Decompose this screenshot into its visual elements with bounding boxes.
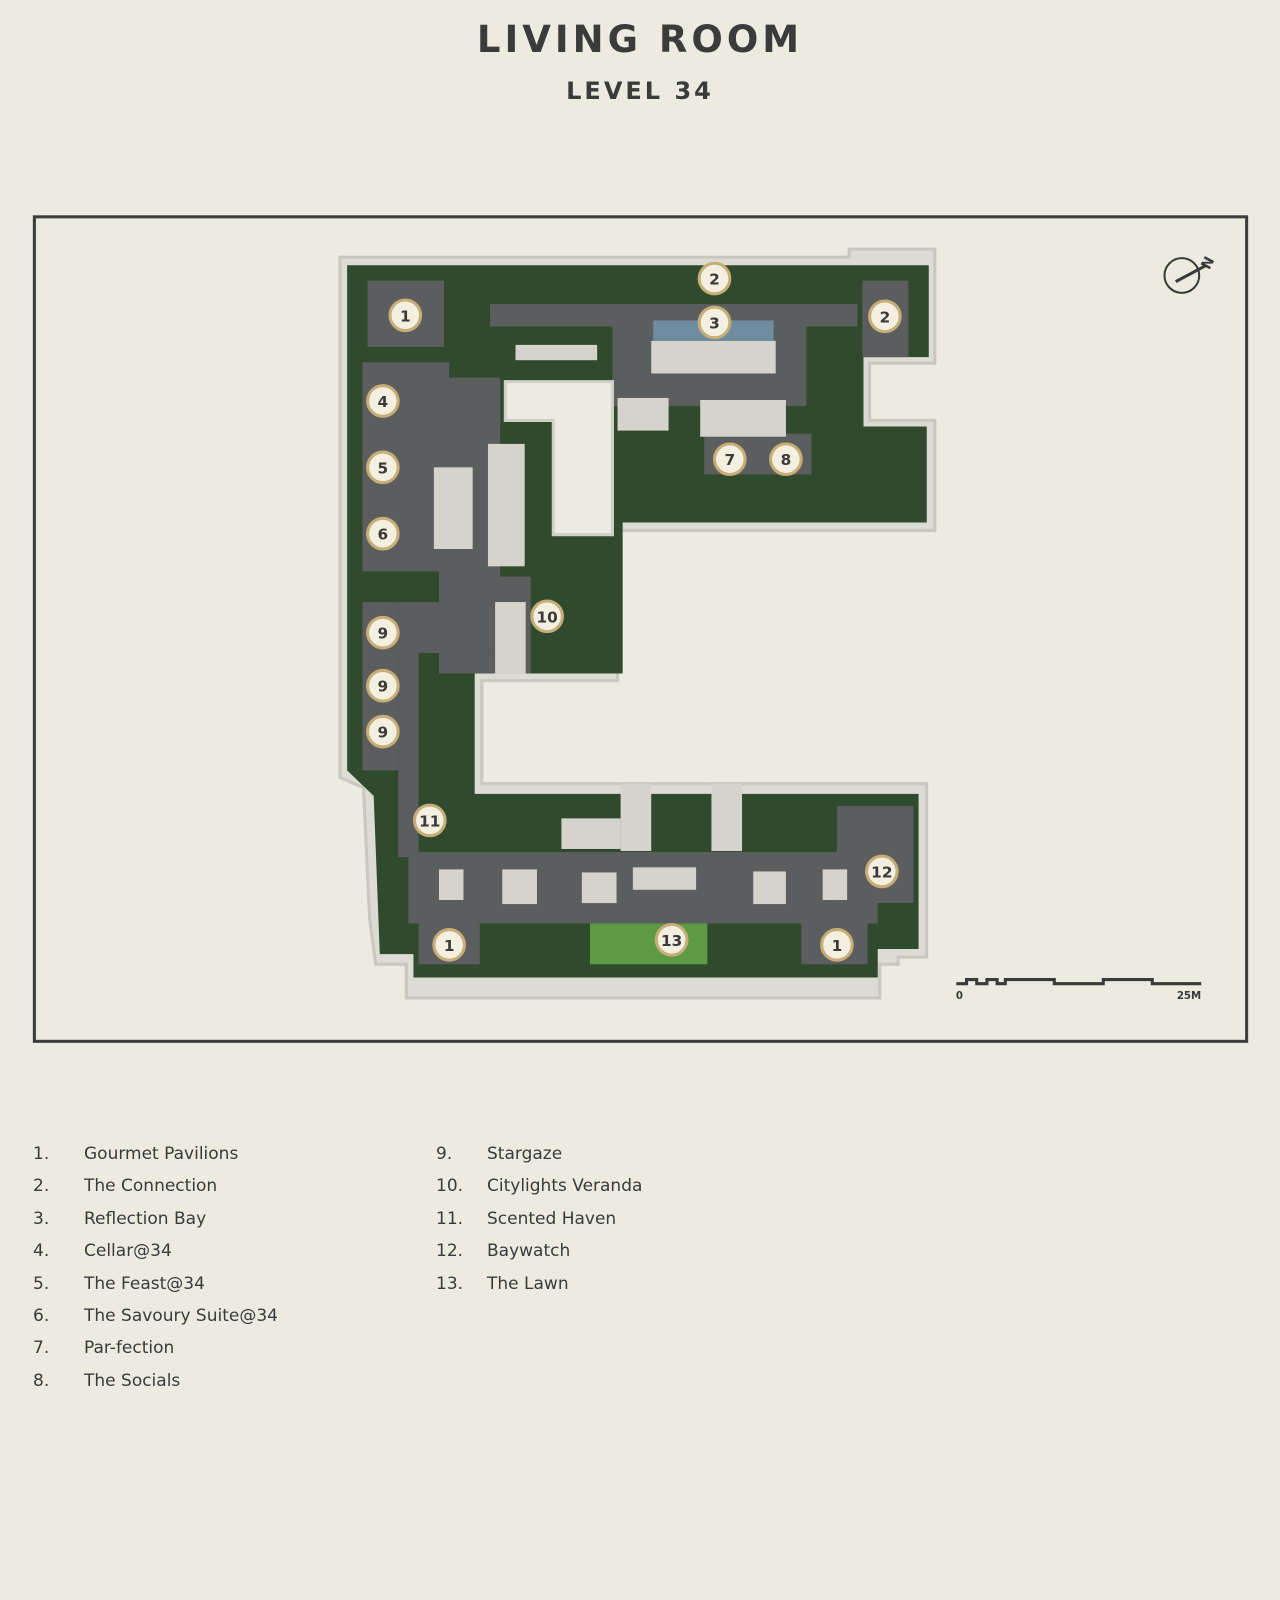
map-marker[interactable]: 5: [366, 450, 400, 485]
marker-circle: [366, 516, 400, 551]
map-frame: [32, 215, 1249, 1043]
legend-label: Citylights Veranda: [487, 1176, 643, 1197]
map-marker[interactable]: 3: [697, 305, 732, 340]
map-marker[interactable]: 7: [712, 442, 747, 477]
marker-number: 8: [781, 451, 792, 469]
legend-number: 7.: [33, 1338, 50, 1359]
map-marker[interactable]: 9: [366, 714, 400, 749]
marker-number: 11: [419, 812, 440, 830]
legend-label: The Savoury Suite@34: [84, 1306, 278, 1326]
map-marker[interactable]: 9: [366, 615, 400, 650]
map-marker[interactable]: 13: [654, 922, 689, 957]
marker-circle: [654, 922, 689, 957]
marker-circle: [366, 714, 400, 749]
legend-number: 2.: [33, 1176, 50, 1197]
map-marker[interactable]: 4: [366, 384, 400, 418]
map-marker[interactable]: 1: [820, 928, 854, 962]
marker-circle: [366, 668, 400, 703]
map-marker[interactable]: 9: [366, 668, 400, 703]
marker-number: 12: [871, 863, 892, 881]
marker-circle: [697, 305, 732, 340]
courtyard-void: [503, 380, 614, 537]
marker-number: 5: [378, 459, 389, 477]
marker-circle: [366, 450, 400, 485]
marker-circle: [820, 928, 854, 962]
marker-number: 1: [832, 937, 843, 955]
marker-circle: [412, 803, 447, 838]
legend-number: 6.: [33, 1306, 50, 1326]
marker-circle: [530, 599, 564, 634]
map-marker[interactable]: 8: [769, 442, 803, 477]
marker-number: 1: [400, 307, 411, 325]
marker-number: 7: [724, 451, 735, 469]
legend-number: 12.: [436, 1241, 464, 1262]
legend-label: The Feast@34: [84, 1273, 205, 1294]
legend-label: Baywatch: [487, 1241, 571, 1262]
legend-number: 9.: [436, 1144, 453, 1164]
page-subtitle: LEVEL 34: [566, 77, 714, 105]
north-arrow-icon: [1163, 257, 1208, 294]
legend-label: The Connection: [84, 1176, 218, 1197]
map-marker[interactable]: 6: [366, 516, 400, 551]
marker-number: 1: [444, 937, 455, 955]
legend-number: 13.: [436, 1273, 464, 1294]
legend-number: 1.: [33, 1144, 50, 1164]
marker-number: 9: [378, 678, 389, 696]
map-marker[interactable]: 1: [432, 928, 467, 962]
map-marker[interactable]: 1: [388, 298, 423, 333]
scale-bar: [956, 978, 1202, 986]
marker-circle: [366, 615, 400, 650]
scale-start-label: 0: [956, 991, 963, 1002]
marker-number: 2: [709, 271, 720, 289]
scale-end-label: 25M: [1177, 991, 1201, 1002]
marker-circle: [868, 299, 902, 334]
legend-label: Stargaze: [487, 1144, 563, 1164]
legend-label: Par-fection: [84, 1338, 175, 1359]
legend-label: Scented Haven: [487, 1208, 617, 1229]
structures: [433, 340, 848, 905]
map-marker[interactable]: 12: [865, 854, 899, 889]
legend-number: 8.: [33, 1370, 50, 1391]
marker-circle: [388, 298, 423, 333]
legend-label: The Lawn: [487, 1273, 569, 1294]
marker-circle: [432, 928, 467, 962]
marker-circle: [712, 442, 747, 477]
the-lawn: [590, 923, 708, 965]
legend-label: Cellar@34: [84, 1241, 172, 1262]
marker-number: 6: [378, 526, 389, 544]
marker-number: 13: [661, 932, 682, 950]
marker-circle: [366, 384, 400, 418]
marker-circle: [697, 261, 732, 296]
legend-number: 4.: [33, 1241, 50, 1262]
marker-number: 2: [880, 308, 891, 326]
map-marker[interactable]: 11: [412, 803, 447, 838]
legend-number: 3.: [33, 1208, 50, 1229]
legend-label: Gourmet Pavilions: [84, 1144, 239, 1164]
legend-number: 5.: [33, 1273, 50, 1294]
map-marker[interactable]: 2: [697, 261, 732, 296]
marker-number: 3: [709, 314, 720, 332]
marker-circle: [769, 442, 803, 477]
legend-label: Reflection Bay: [84, 1208, 207, 1229]
map-marker[interactable]: 2: [868, 299, 902, 334]
marker-number: 4: [378, 393, 389, 411]
marker-circle: [865, 854, 899, 889]
page-title: LIVING ROOM: [476, 18, 804, 61]
map-marker[interactable]: 10: [530, 599, 564, 634]
legend-label: The Socials: [84, 1370, 181, 1391]
legend-number: 10.: [436, 1176, 464, 1197]
marker-number: 10: [536, 608, 557, 626]
marker-number: 9: [378, 625, 389, 643]
marker-number: 9: [378, 724, 389, 742]
legend-number: 11.: [436, 1208, 464, 1229]
